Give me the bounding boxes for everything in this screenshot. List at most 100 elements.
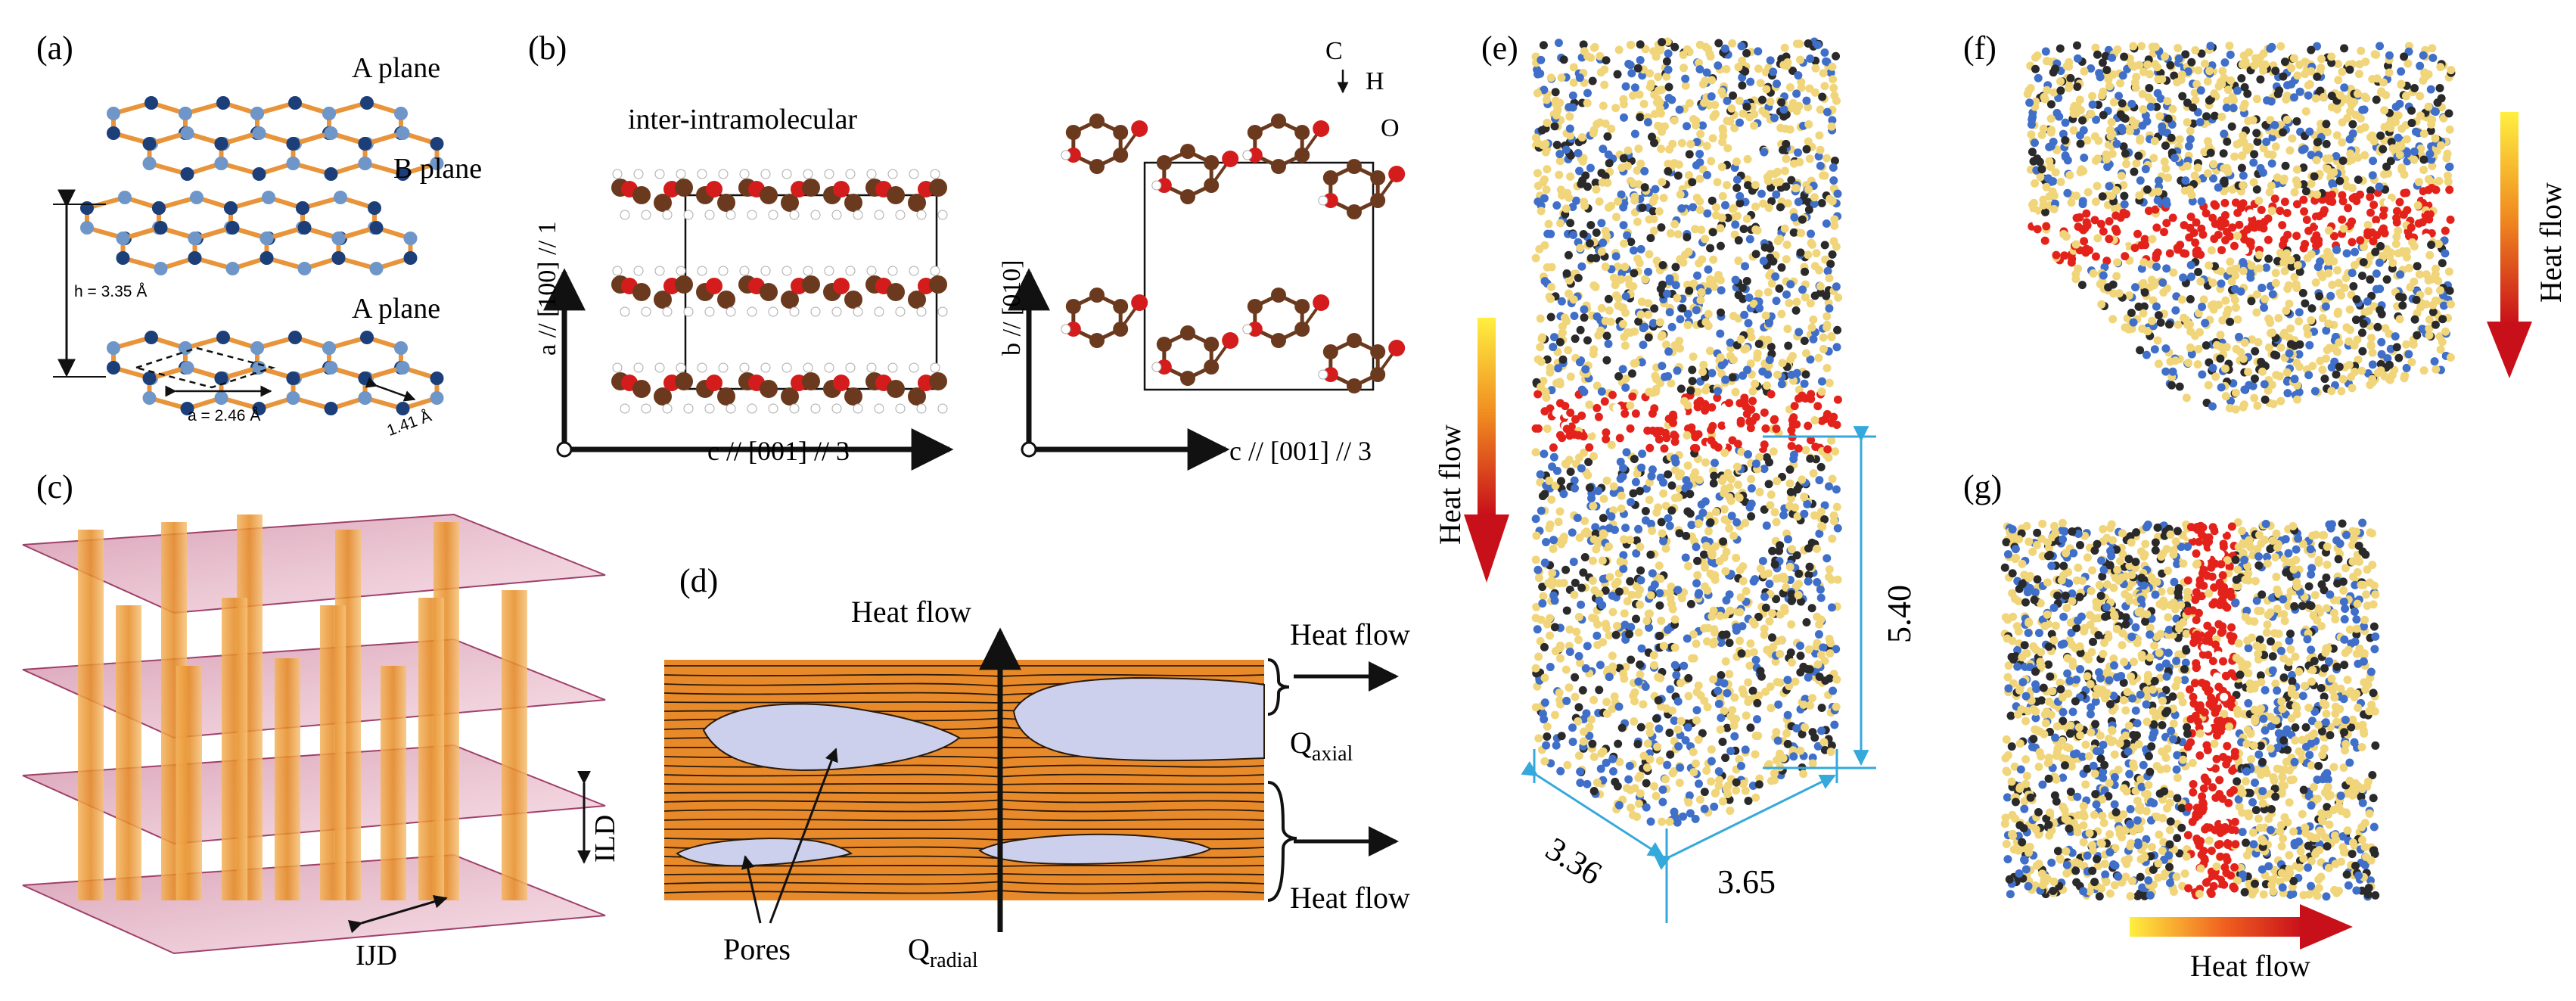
md-atom: [2251, 54, 2260, 63]
md-atom: [1809, 334, 1818, 344]
md-atom: [1748, 387, 1757, 396]
md-atom: [1674, 493, 1683, 502]
md-atom: [1676, 384, 1686, 393]
md-atom: [1770, 113, 1779, 123]
md-atom: [2416, 111, 2425, 120]
md-atom: [2247, 261, 2256, 270]
carbon-atom: [262, 191, 275, 204]
md-atom: [1761, 424, 1770, 433]
md-atom: [1716, 275, 1725, 284]
hydrogen-atom: [831, 403, 842, 414]
md-atom: [1630, 192, 1639, 201]
md-atom: [2350, 260, 2359, 269]
ild-label: ILD: [589, 815, 621, 863]
md-atom: [2322, 326, 2331, 335]
md-atom: [1633, 740, 1642, 749]
md-atom: [2345, 360, 2354, 369]
md-atom: [1631, 409, 1640, 418]
md-atom: [1535, 244, 1544, 253]
md-atom: [1580, 552, 1589, 561]
md-atom: [2295, 87, 2304, 96]
carbon-atom: [396, 361, 410, 375]
md-atom: [1670, 643, 1680, 652]
md-atom: [1638, 449, 1647, 459]
md-atom: [2042, 57, 2051, 66]
md-atom: [1743, 365, 1752, 375]
md-atom: [1830, 91, 1839, 100]
md-atom: [2338, 375, 2348, 384]
wood-grain-line: [663, 808, 1265, 813]
md-atom: [2227, 122, 2236, 131]
md-atom: [1621, 662, 1630, 671]
brace-bottom: [1267, 781, 1297, 902]
carbon-atom: [286, 371, 300, 385]
md-atom: [1533, 355, 1543, 364]
md-atom: [1645, 250, 1654, 259]
md-atom: [1670, 437, 1680, 446]
md-atom: [1597, 219, 1606, 228]
md-atom: [1824, 482, 1833, 491]
md-atom: [1652, 714, 1661, 723]
md-atom: [1799, 769, 1808, 779]
carbon-atom: [360, 331, 374, 344]
md-atom: [2117, 123, 2126, 132]
md-atom: [1684, 481, 1693, 490]
md-atom: [2180, 249, 2189, 258]
md-atom: [1636, 542, 1645, 552]
carbon-atom: [296, 201, 309, 215]
md-atom: [2438, 337, 2447, 347]
md-atom: [1667, 706, 1676, 715]
md-atom: [2290, 375, 2299, 384]
md-atom: [1614, 45, 1624, 54]
md-atom: [1605, 542, 1614, 551]
right-unit-cell: [1143, 161, 1375, 391]
md-atom: [2134, 151, 2143, 160]
carbon-atom: [180, 167, 194, 181]
md-atom: [2388, 258, 2397, 267]
md-atom: [2046, 100, 2056, 109]
md-atom: [2183, 161, 2192, 170]
md-atom: [2156, 318, 2165, 327]
md-atom: [2293, 261, 2302, 270]
hydrogen-atom: [718, 266, 729, 276]
md-atom: [1725, 639, 1734, 648]
md-atom: [2122, 160, 2131, 169]
md-atom: [1742, 409, 1751, 418]
md-atom: [1630, 455, 1639, 464]
carbon-atom: [632, 380, 651, 398]
md-atom: [1828, 250, 1837, 259]
md-atom: [2097, 300, 2106, 309]
md-atom: [2102, 65, 2111, 74]
md-atom: [1568, 737, 1577, 746]
md-atom: [1820, 501, 1829, 510]
md-atom: [2292, 232, 2301, 241]
md-atom: [1718, 138, 1727, 147]
md-atom: [1768, 546, 1777, 555]
md-atom: [1816, 145, 1825, 154]
md-atom: [1764, 569, 1773, 578]
md-atom: [2150, 136, 2159, 145]
md-atom: [1546, 282, 1555, 291]
md-atom: [2211, 372, 2220, 381]
md-atom: [2220, 129, 2229, 138]
hydrogen-atom: [874, 210, 884, 220]
md-atom: [2205, 67, 2214, 76]
md-atom: [1555, 170, 1564, 179]
md-atom: [1659, 642, 1668, 651]
q-radial-label: Qradial: [908, 932, 978, 972]
md-atom: [1760, 505, 1769, 514]
md-atom: [1789, 450, 1798, 459]
md-atom: [1782, 154, 1791, 163]
md-atom: [2217, 279, 2226, 288]
md-atom: [1551, 88, 1560, 97]
md-atom: [1625, 280, 1634, 289]
hydrogen-atom: [697, 362, 707, 373]
ring-atom: [1247, 322, 1263, 337]
md-column-atoms: [1531, 37, 1843, 827]
md-atom: [1827, 331, 1836, 340]
md-atom: [2267, 42, 2276, 51]
md-atom: [1817, 199, 1826, 208]
md-atom: [1552, 466, 1561, 475]
md-atom: [1546, 229, 1555, 238]
md-atom: [1739, 562, 1748, 571]
